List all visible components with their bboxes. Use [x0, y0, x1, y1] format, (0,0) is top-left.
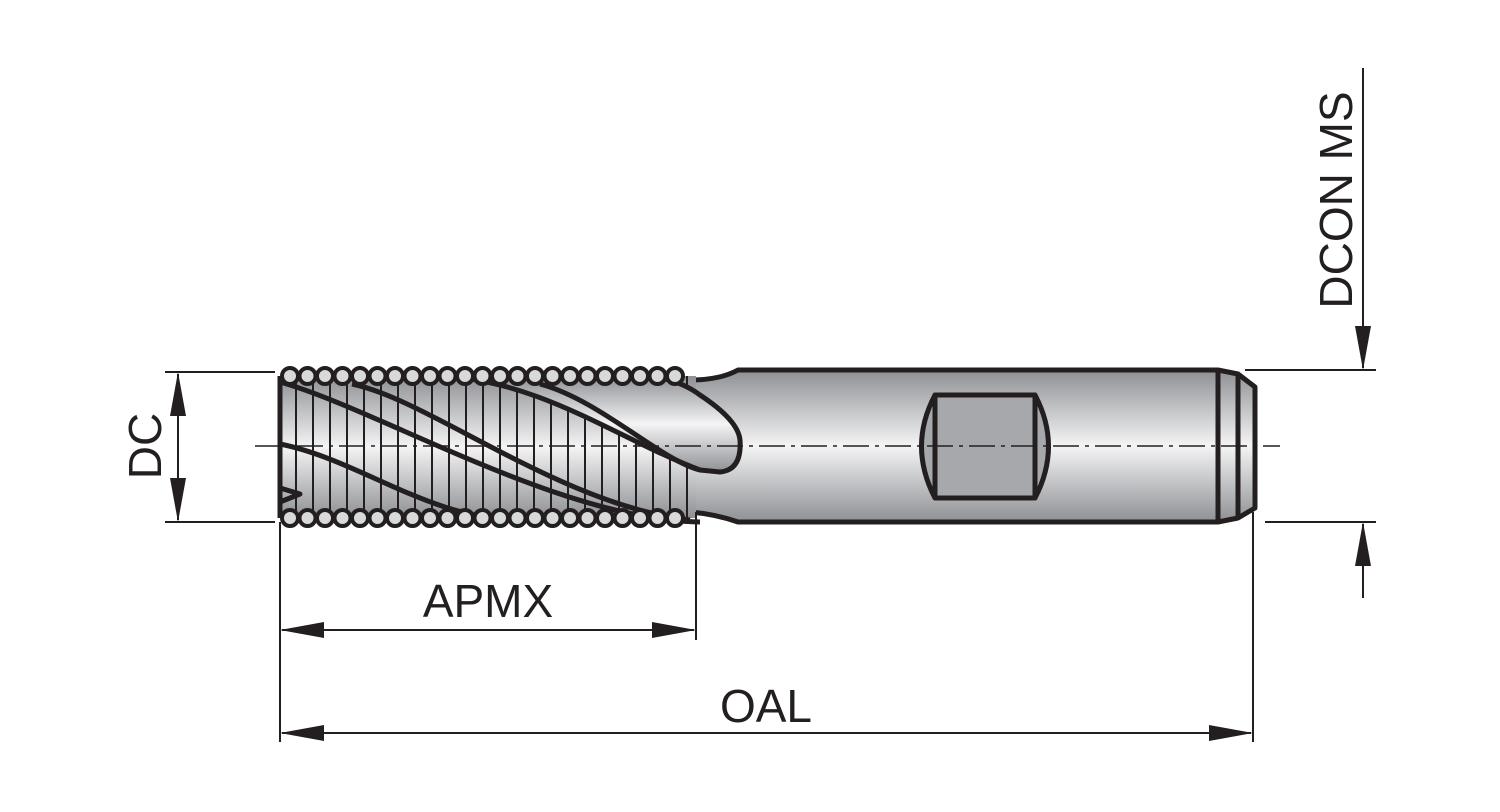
serration-tooth [367, 366, 388, 386]
serration-tooth [595, 508, 615, 528]
serration-tooth [525, 366, 545, 386]
oal-dimension: OAL [280, 512, 1254, 742]
serration-tooth [280, 508, 300, 528]
serration-tooth [542, 508, 563, 528]
serration-tooth [560, 508, 580, 528]
oal-label: OAL [720, 680, 812, 732]
serration-tooth [297, 508, 318, 528]
serration-tooth [472, 508, 493, 528]
dc-label: DC [119, 413, 171, 479]
serration-tooth [350, 508, 370, 528]
serration-tooth [507, 508, 528, 528]
serration-tooth [455, 366, 475, 386]
serration-tooth [612, 366, 633, 386]
serration-tooth [577, 508, 598, 528]
serration-tooth [437, 366, 458, 386]
serration-tooth [420, 366, 440, 386]
serration-tooth [332, 366, 353, 386]
serration-tooth [402, 366, 423, 386]
serration-tooth [385, 366, 405, 386]
serration-tooth [612, 508, 633, 528]
serration-tooth [595, 366, 615, 386]
serration-tooth [297, 366, 318, 386]
dcon-dimension: DCON MS [1245, 68, 1376, 598]
serration-tooth [630, 508, 650, 528]
serration-tooth [385, 508, 405, 528]
serration-tooth [280, 366, 300, 386]
dcon-label: DCON MS [1310, 91, 1362, 308]
apmx-label: APMX [423, 575, 553, 627]
apmx-dimension: APMX [279, 512, 697, 742]
serration-tooth [665, 508, 685, 528]
serration-tooth [367, 508, 388, 528]
serration-tooth [507, 366, 528, 386]
serration-tooth [490, 508, 510, 528]
serration-tooth [315, 366, 335, 386]
serration-tooth [437, 508, 458, 528]
serration-tooth [420, 508, 440, 528]
roughing-serrations [280, 366, 685, 528]
cutting-body [277, 366, 743, 528]
serration-tooth [350, 366, 370, 386]
serration-tooth [647, 366, 668, 386]
serration-tooth [647, 508, 668, 528]
serration-tooth [332, 508, 353, 528]
serration-tooth [577, 366, 598, 386]
serration-tooth [525, 508, 545, 528]
dc-dimension: DC [119, 371, 275, 523]
serration-tooth [315, 508, 335, 528]
serration-tooth [402, 508, 423, 528]
serration-tooth [490, 366, 510, 386]
serration-tooth [472, 366, 493, 386]
serration-tooth [560, 366, 580, 386]
serration-tooth [665, 366, 685, 386]
serration-tooth [455, 508, 475, 528]
serration-tooth [542, 366, 563, 386]
serration-tooth [630, 366, 650, 386]
